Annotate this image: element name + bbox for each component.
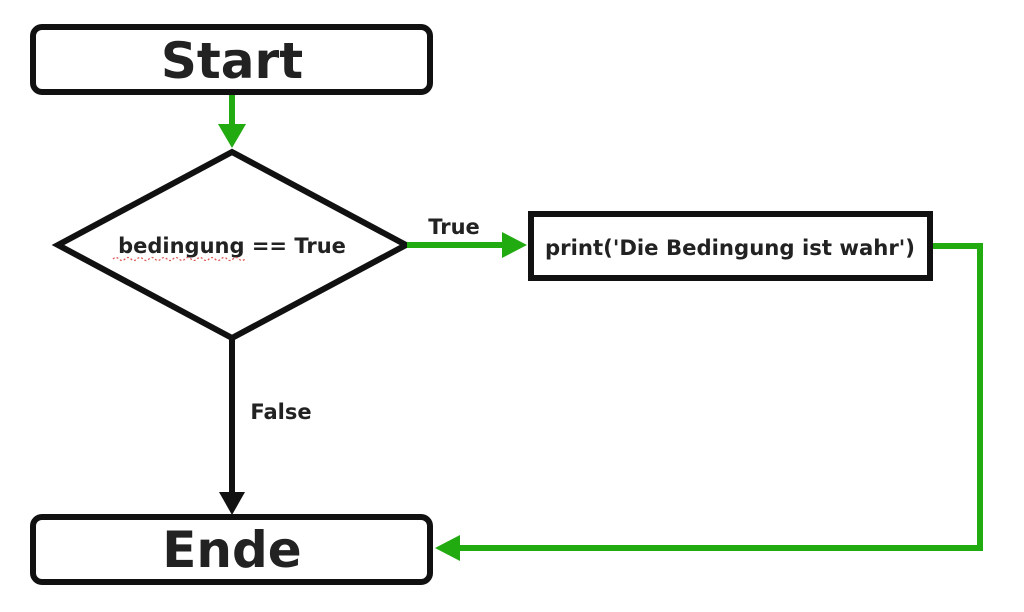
arrow-action-to-end-line [458,243,983,551]
arrow-action-to-end-head [435,535,460,561]
arrow-true-head [502,232,527,258]
end-label: Ende [162,521,301,579]
arrow-true: True [407,215,527,258]
spellcheck-underline [112,256,246,262]
arrow-action-to-end [435,243,983,561]
false-label: False [250,400,311,424]
start-label: Start [161,32,303,90]
action-label: print('Die Bedingung ist wahr') [545,236,915,260]
true-label: True [428,215,480,239]
condition-label: bedingung == True [118,234,346,258]
end-box [30,514,433,585]
end-node: Ende [30,514,433,585]
arrow-start-to-condition-head [218,124,246,148]
action-box [528,211,933,281]
start-box [30,24,433,95]
start-node: Start [30,24,433,95]
arrow-false: False [219,338,312,515]
action-node: print('Die Bedingung ist wahr') [528,211,933,281]
arrow-start-to-condition [218,95,246,148]
condition-node: bedingung == True [51,148,413,342]
arrow-false-head [219,492,245,515]
